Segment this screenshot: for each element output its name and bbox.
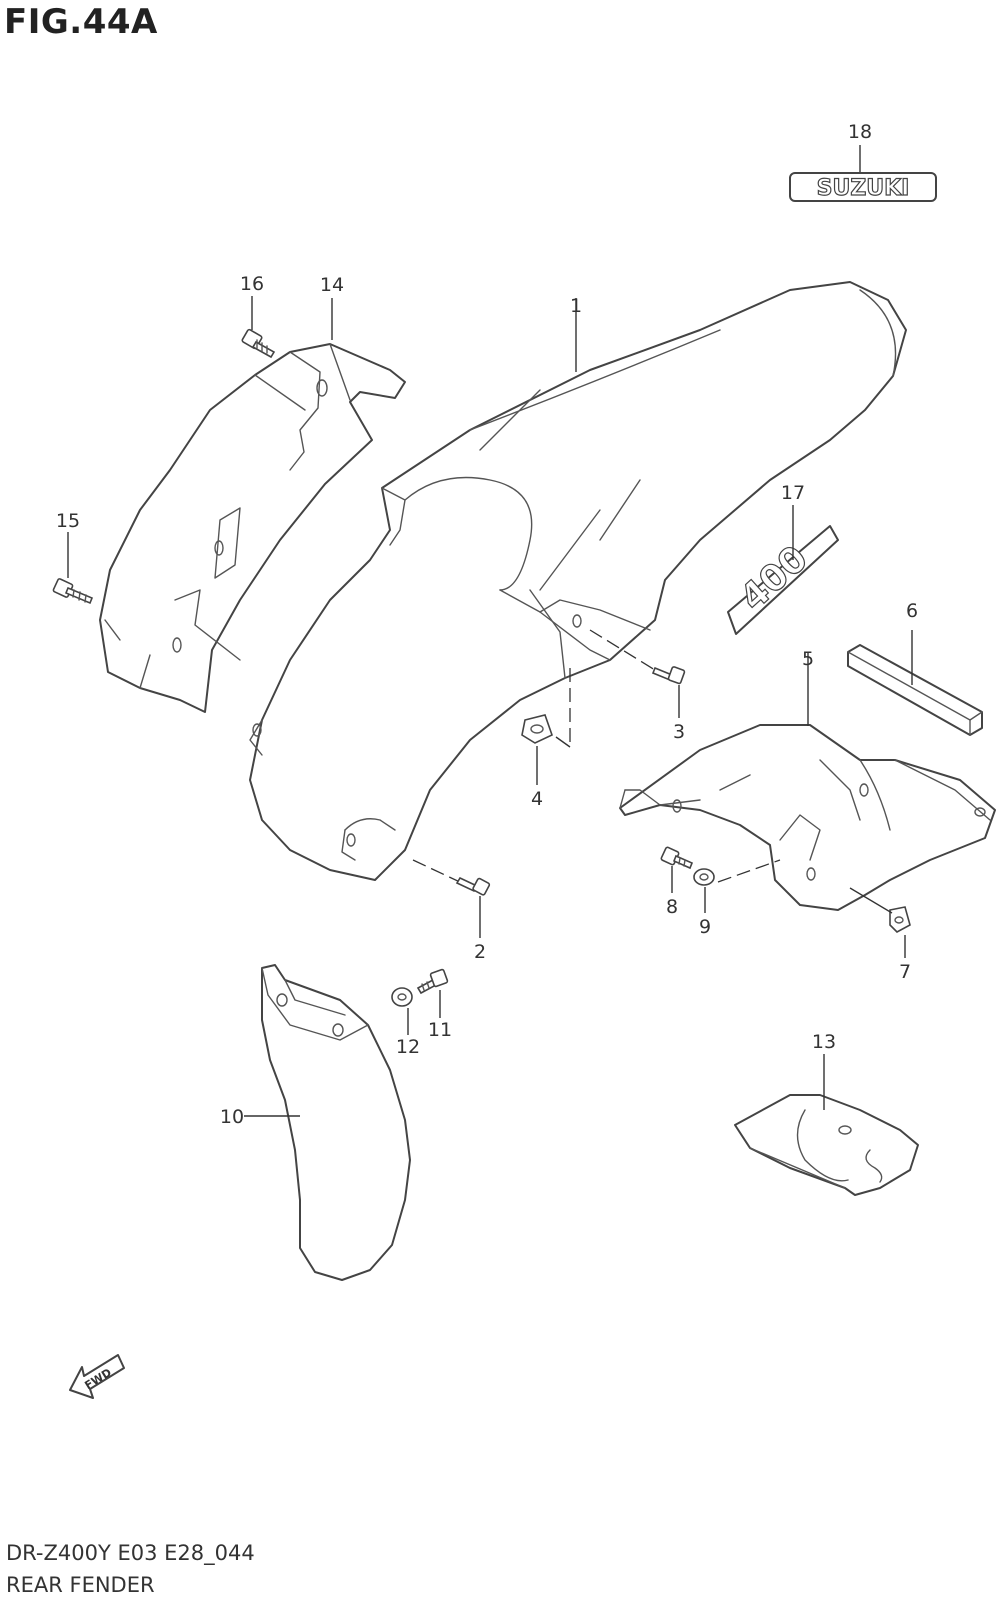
part-7-clip-nut[interactable]	[849, 887, 911, 958]
part-13-pad[interactable]	[734, 1054, 919, 1196]
callout-16: 16	[240, 273, 264, 295]
part-9-washer[interactable]	[693, 859, 781, 913]
section-name: REAR FENDER	[6, 1573, 155, 1597]
part-4-nut[interactable]	[521, 714, 571, 785]
callout-8: 8	[666, 896, 678, 918]
part-2-bolt[interactable]	[412, 859, 491, 938]
callout-15: 15	[56, 510, 80, 532]
part-8-bolt[interactable]	[660, 846, 694, 893]
part-11-bolt[interactable]	[416, 968, 449, 1018]
part-14-side-cover[interactable]	[99, 343, 406, 713]
part-16-bolt[interactable]	[241, 296, 276, 359]
callout-13: 13	[812, 1031, 836, 1053]
callout-18: 18	[848, 121, 872, 143]
part-12-washer[interactable]	[391, 987, 413, 1035]
callout-17: 17	[781, 482, 805, 504]
part-1-rear-fender[interactable]	[249, 281, 907, 881]
part-10-mud-flap[interactable]	[244, 964, 411, 1281]
callout-3: 3	[673, 721, 685, 743]
part-6-foam-block[interactable]	[847, 630, 983, 736]
part-15-bolt[interactable]	[52, 532, 94, 605]
callout-11: 11	[428, 1019, 452, 1041]
part-17-400-decal[interactable]: 400	[727, 505, 839, 635]
fwd-direction-arrow: FWD	[69, 1354, 125, 1399]
callout-12: 12	[396, 1036, 420, 1058]
callout-10: 10	[220, 1106, 244, 1128]
callout-7: 7	[899, 961, 911, 983]
callout-4: 4	[531, 788, 543, 810]
callout-9: 9	[699, 916, 711, 938]
suzuki-emblem-text: SUZUKI	[817, 176, 910, 201]
callout-1: 1	[570, 295, 582, 317]
part-5-inner-fender[interactable]	[619, 652, 996, 911]
model-code: DR-Z400Y E03 E28_044	[6, 1541, 255, 1565]
callout-6: 6	[906, 600, 918, 622]
callout-14: 14	[320, 274, 344, 296]
part-18-suzuki-emblem[interactable]: SUZUKI	[789, 145, 937, 202]
callout-5: 5	[802, 648, 814, 670]
callout-2: 2	[474, 941, 486, 963]
figure-title: FIG.44A	[4, 2, 158, 42]
callout-numbers: 1 2 3 4 5 6 7 8 9 10 11 12 13 14 15 16 1…	[56, 121, 918, 1128]
part-3-bolt[interactable]	[589, 629, 686, 718]
